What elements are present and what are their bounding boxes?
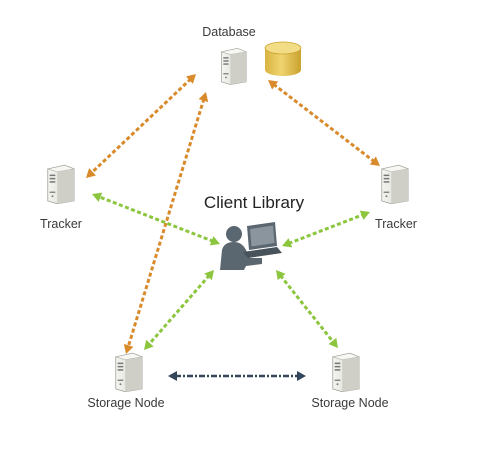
arrowhead-icon [186, 74, 196, 84]
tracker-left-label: Tracker [40, 217, 82, 231]
connection-database-to-storage-left [126, 98, 206, 348]
arrowhead-icon [276, 270, 286, 281]
storage-left-label: Storage Node [87, 396, 164, 410]
tracker-right-label: Tracker [375, 217, 417, 231]
client-library-label: Client Library [204, 193, 305, 212]
storage-right-label: Storage Node [311, 396, 388, 410]
arrowhead-icon [144, 339, 154, 350]
connections-layer [86, 74, 380, 381]
arrowhead-icon [209, 236, 220, 246]
server-icon [381, 164, 409, 205]
tracker-right-node: Tracker [375, 164, 417, 231]
server-icon [47, 164, 75, 205]
connection-client-to-tracker-right [287, 213, 365, 245]
arrowhead-icon [369, 156, 380, 166]
database-node: Database [202, 25, 256, 85]
storage-right-node: Storage Node [311, 352, 389, 410]
database-label: Database [202, 25, 256, 39]
connection-client-to-storage-right [279, 274, 335, 344]
connection-client-to-tracker-left [97, 195, 215, 243]
arrowhead-icon [204, 270, 214, 281]
connection-database-to-tracker-left [90, 77, 192, 175]
arrowhead-icon [282, 238, 293, 248]
connection-database-to-tracker-right [272, 83, 376, 163]
connection-client-to-storage-left [147, 274, 211, 346]
arrowhead-icon [198, 92, 209, 103]
arrowhead-icon [168, 371, 177, 381]
arrowhead-icon [92, 192, 103, 202]
arrowhead-icon [297, 371, 306, 381]
server-icon [332, 352, 360, 393]
server-icon [115, 352, 143, 393]
database-cylinder-icon [264, 41, 302, 76]
arrowhead-icon [359, 210, 370, 220]
server-icon [221, 47, 247, 85]
client-library-node: Client Library [204, 193, 305, 270]
arrowhead-icon [86, 168, 96, 178]
arrowhead-icon [268, 80, 279, 90]
arrowhead-icon [123, 343, 134, 354]
laptop-user-icon [220, 222, 282, 270]
storage-left-node: Storage Node [87, 352, 165, 410]
tracker-left-node: Tracker [40, 164, 82, 231]
arrowhead-icon [328, 337, 338, 348]
